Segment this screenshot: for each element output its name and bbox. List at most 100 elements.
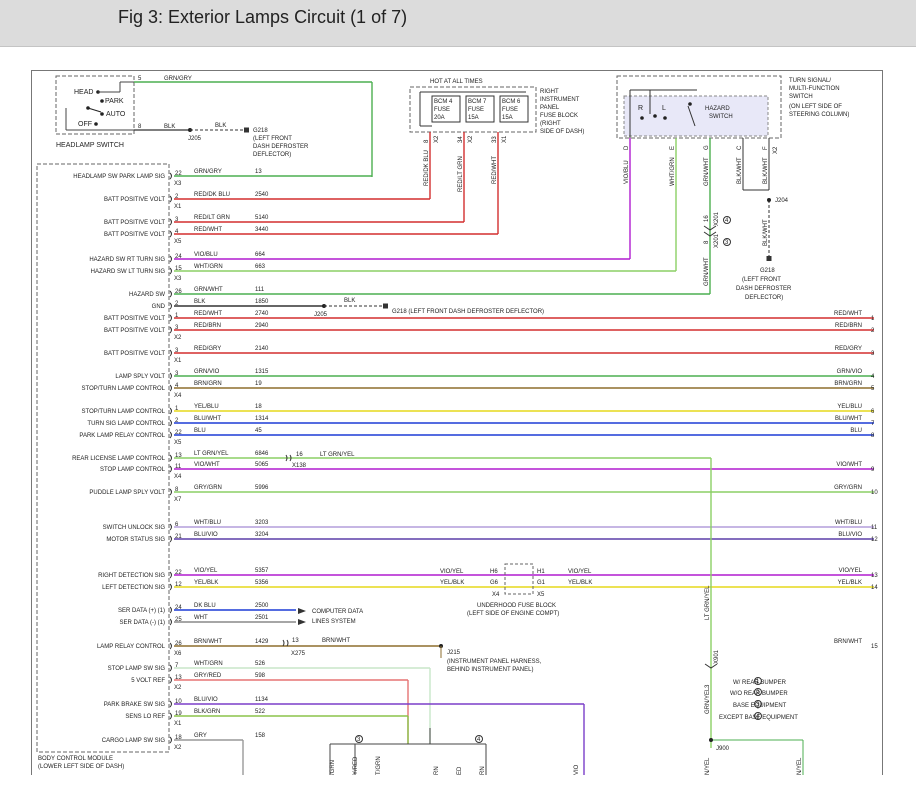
row-connector: X1 xyxy=(174,358,182,364)
row-terminal xyxy=(169,419,172,427)
row-terminal xyxy=(169,454,172,462)
row-wire-color: GRY xyxy=(194,733,207,739)
row-circuit: 18 xyxy=(255,404,262,410)
row-wire-color: BLU/VIO xyxy=(194,697,218,703)
mfs-gnd-d1: (LEFT FRONT xyxy=(742,277,781,283)
opt-num-4: 4 xyxy=(756,714,760,720)
row-label: TURN SIG LAMP CONTROL xyxy=(87,421,165,427)
row-wire-color: VIO/BLU xyxy=(194,252,218,258)
mfs-wire-gnd: BLK/WHT xyxy=(763,219,769,246)
row-connector: X4 xyxy=(174,393,182,399)
row-circuit: 5357 xyxy=(255,568,269,574)
row-circuit: 1429 xyxy=(255,639,269,645)
row-terminal xyxy=(169,314,172,322)
gtop-desc2: DASH DEFROSTER xyxy=(253,144,309,150)
mfs-hazard-1: HAZARD xyxy=(705,106,730,112)
row-pin: 18 xyxy=(175,735,182,741)
mfs-desc-5: STEERING COLUMN) xyxy=(789,112,849,118)
row-terminal xyxy=(169,664,172,672)
row-right-label: BLU/WHT xyxy=(835,416,862,422)
row-label: HAZARD SW LT TURN SIG xyxy=(91,269,166,275)
row-pin: 1 xyxy=(175,313,179,319)
relay-j215: J215 xyxy=(447,650,461,656)
ufb-wr1: VIO/YEL xyxy=(568,569,592,575)
row-wire-color: WHT/GRN xyxy=(194,264,223,270)
mfs-desc-1: TURN SIGNAL/ xyxy=(789,78,831,84)
mfs-desc-2: MULTI-FUNCTION xyxy=(789,86,840,92)
gtop-name: G218 xyxy=(253,128,268,134)
row-circuit: 1315 xyxy=(255,369,269,375)
row-label: SER DATA (-) (1) xyxy=(120,620,165,626)
hs-label: HEADLAMP SWITCH xyxy=(56,142,124,149)
row-wire-color: BLU/VIO xyxy=(194,532,218,538)
mfs-pin-e: E xyxy=(670,146,676,150)
relay-conn: X275 xyxy=(291,651,306,657)
gtop-desc3: DEFLECTOR) xyxy=(253,152,291,158)
row-circuit: 5065 xyxy=(255,462,269,468)
row-label: LEFT DETECTION SIG xyxy=(102,585,165,591)
row-right-label: RED/BRN xyxy=(835,323,862,329)
underhood-fuse-block: H6 G6 H1 G1 X4 X5 VIO/YEL YEL/BLK VIO/YE… xyxy=(440,563,592,617)
mfs-x201a: X201 xyxy=(714,211,720,226)
row-label: LAMP SPLY VOLT xyxy=(115,374,165,380)
row-circuit: 1314 xyxy=(255,416,269,422)
mfs-pin-f: F xyxy=(763,146,769,150)
row-circuit: 19 xyxy=(255,381,262,387)
fuse1-l1: BCM 4 xyxy=(434,99,453,105)
row-terminal xyxy=(169,255,172,263)
row-label: SWITCH UNLOCK SIG xyxy=(103,525,166,531)
row-circuit: 3203 xyxy=(255,520,269,526)
fuse2-conn: X2 xyxy=(468,135,474,143)
mfs-c4: 4 xyxy=(725,218,729,224)
hs-pos-off: OFF xyxy=(78,121,92,128)
gmid-wire: BLK xyxy=(344,298,355,304)
row-ref: 14 xyxy=(871,585,878,591)
row-pin: 4 xyxy=(175,229,179,235)
mfs-desc-4: (ON LEFT SIDE OF xyxy=(789,104,842,110)
row-terminal xyxy=(169,195,172,203)
opt-2: W/O REAR BUMPER xyxy=(730,691,788,697)
row-pin: 19 xyxy=(175,711,182,717)
row-wire-color: RED/BRN xyxy=(194,323,221,329)
row-wire-color: VIO/YEL xyxy=(194,568,218,574)
row-circuit: 13 xyxy=(255,169,262,175)
ufb-wl1: VIO/YEL xyxy=(440,569,464,575)
mfs-wire-d: VIO/BLU xyxy=(624,160,630,184)
row-wire-color: GRN/VIO xyxy=(194,369,220,375)
bw-1: /GRN xyxy=(330,760,336,775)
bw-6: RN xyxy=(480,766,486,775)
row-terminal xyxy=(169,700,172,708)
row-label: STOP LAMP CONTROL xyxy=(100,467,166,473)
row-pin: 25 xyxy=(175,617,182,623)
row-pin: 8 xyxy=(175,487,179,493)
row-wire-color: GRY/RED xyxy=(194,673,222,679)
fuse3-conn: X1 xyxy=(502,135,508,143)
row-connector: X3 xyxy=(174,276,182,282)
hs-pos-park: PARK xyxy=(105,98,124,105)
relay-d2: BEHIND INSTRUMENT PANEL) xyxy=(447,667,533,673)
hs-pos-head: HEAD xyxy=(74,89,93,96)
row-right-label: GRY/GRN xyxy=(834,485,862,491)
row-wire-color: WHT/BLU xyxy=(194,520,221,526)
fb-desc-5: (RIGHT xyxy=(540,121,561,127)
mfs-c3: 3 xyxy=(725,240,729,246)
row-right-label: VIO/YEL xyxy=(839,568,863,574)
row-right-label: BLU/VIO xyxy=(838,532,862,538)
hs-pin8: 8 xyxy=(138,124,142,130)
mfs-wire-down: GRN/WHT xyxy=(704,257,710,286)
row-right-label: BRN/WHT xyxy=(834,639,862,645)
row-terminal xyxy=(169,407,172,415)
mfs-gnd-name: G218 xyxy=(760,268,775,274)
ufb-wr2: YEL/BLK xyxy=(568,580,592,586)
row-pin: 2 xyxy=(175,194,179,200)
mfs-conn: X2 xyxy=(773,146,779,154)
fuse3-pin: 33 xyxy=(492,136,498,143)
fuse-block: HOT AT ALL TIMES BCM 4 FUSE 20A BCM 7 FU… xyxy=(409,79,584,234)
row-circuit: 5356 xyxy=(255,580,269,586)
row-label: PUDDLE LAMP SPLY VOLT xyxy=(89,490,165,496)
fb-desc-1: RIGHT xyxy=(540,89,559,95)
mfs-n16: 16 xyxy=(704,215,710,222)
opt-num-2: 2 xyxy=(756,690,760,696)
